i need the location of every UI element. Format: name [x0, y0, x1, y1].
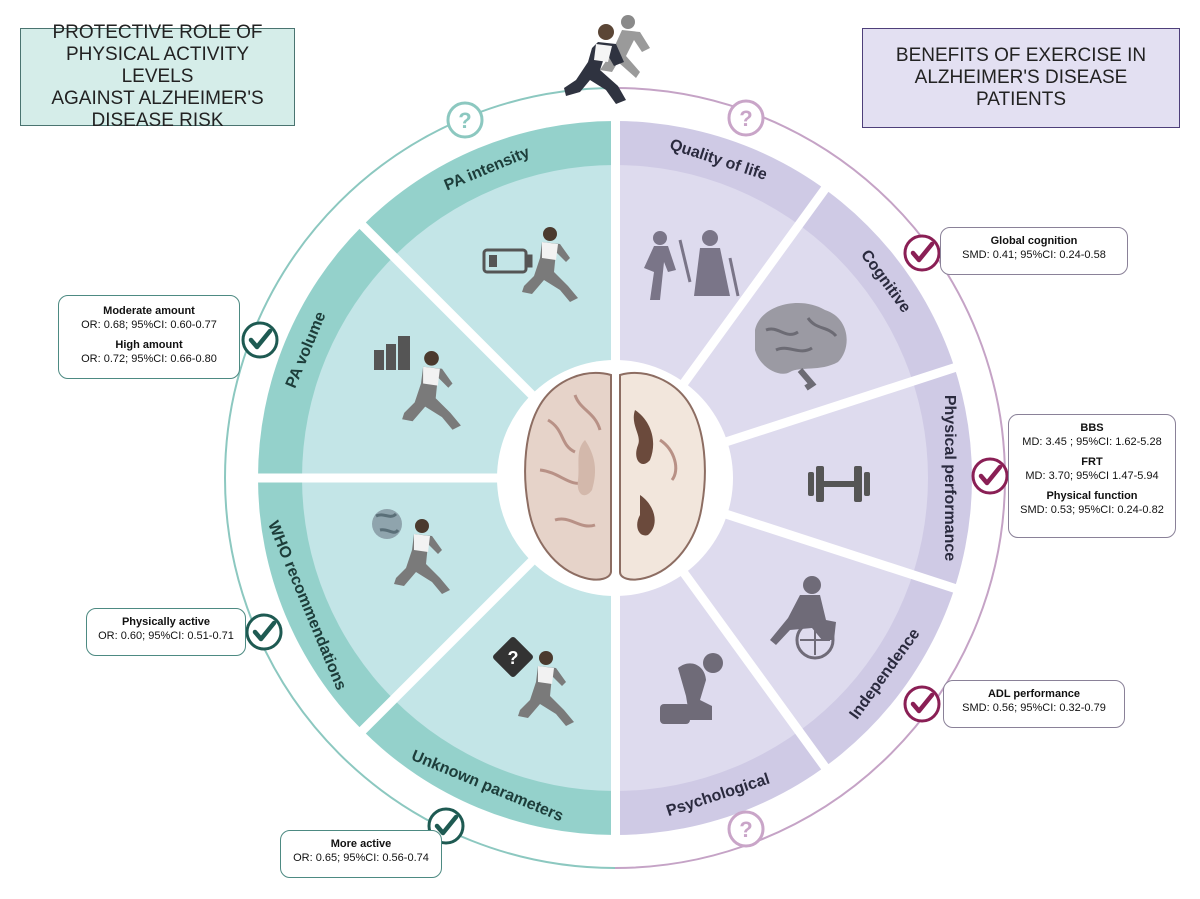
brain-side-icon	[755, 302, 847, 391]
stat-value: OR: 0.65; 95%CI: 0.56-0.74	[293, 852, 429, 864]
question-marker: ?	[727, 810, 765, 848]
segment-divider	[677, 565, 832, 774]
right-inner	[616, 165, 928, 791]
brain-icon	[524, 372, 706, 581]
stat-label: ADL performance	[987, 688, 1081, 700]
runner-icon	[522, 227, 578, 302]
stat-box-independence: ADL performance SMD: 0.56; 95%CI: 0.32-0…	[943, 680, 1125, 728]
stat-label: More active	[330, 838, 392, 850]
stat-value: MD: 3.45 ; 95%CI: 1.62-5.28	[1022, 436, 1162, 448]
stat-box-who: Physically active OR: 0.60; 95%CI: 0.51-…	[86, 608, 246, 656]
stat-label: Moderate amount	[103, 305, 195, 317]
check-icon	[903, 234, 941, 272]
right-title-box: BENEFITS OF EXERCISE IN ALZHEIMER'S DISE…	[862, 28, 1180, 128]
battery-icon	[482, 248, 533, 274]
segment-divider	[720, 361, 961, 448]
stat-box-cognitive: Global cognition SMD: 0.41; 95%CI: 0.24-…	[940, 227, 1128, 275]
runners-icon	[564, 15, 650, 104]
segment-divider	[720, 508, 961, 595]
stat-box-physical-performance: BBS MD: 3.45 ; 95%CI: 1.62-5.28 FRT MD: …	[1008, 414, 1176, 538]
stat-label: High amount	[115, 339, 183, 351]
segment-label: Physical performance	[941, 395, 958, 561]
stat-value: OR: 0.72; 95%CI: 0.66-0.80	[81, 353, 217, 365]
segment-divider	[355, 554, 539, 738]
check-icon	[903, 685, 941, 723]
stat-label: Physical function	[1046, 490, 1138, 502]
stat-value: SMD: 0.41; 95%CI: 0.24-0.58	[962, 249, 1106, 261]
svg-text:?: ?	[508, 648, 519, 668]
question-marker: ?	[727, 99, 765, 137]
elderly-couple-icon	[644, 230, 740, 300]
stat-label: FRT	[1081, 456, 1103, 468]
question-marker: ?	[446, 101, 484, 139]
left-title-box: PROTECTIVE ROLE OF PHYSICAL ACTIVITY LEV…	[20, 22, 295, 131]
svg-text:?: ?	[739, 817, 752, 842]
check-icon	[245, 613, 283, 651]
stat-label: Physically active	[121, 616, 211, 628]
dumbbell-icon	[808, 466, 870, 502]
globe-icon	[372, 509, 402, 539]
segment-divider	[355, 218, 539, 402]
question-diamond-icon: ?	[493, 637, 533, 677]
svg-text:?: ?	[458, 108, 471, 133]
stat-value: OR: 0.60; 95%CI: 0.51-0.71	[98, 630, 234, 642]
runner-icon	[518, 651, 574, 726]
runner-icon	[394, 519, 450, 594]
stat-value: MD: 3.70; 95%CI 1.47-5.94	[1025, 470, 1159, 482]
runner-icon	[402, 350, 461, 430]
stat-label: Global cognition	[990, 235, 1078, 247]
check-icon	[971, 457, 1009, 495]
bar-chart-icon	[374, 336, 410, 370]
check-icon	[241, 321, 279, 359]
stat-value: SMD: 0.53; 95%CI: 0.24-0.82	[1020, 504, 1164, 516]
segment-divider	[677, 182, 832, 391]
stat-value: SMD: 0.56; 95%CI: 0.32-0.79	[962, 702, 1106, 714]
svg-text:?: ?	[739, 106, 752, 131]
stat-box-pa-volume: Moderate amount OR: 0.68; 95%CI: 0.60-0.…	[58, 295, 240, 379]
stat-value: OR: 0.68; 95%CI: 0.60-0.77	[81, 319, 217, 331]
stat-box-more-active: More active OR: 0.65; 95%CI: 0.56-0.74	[280, 830, 442, 878]
stat-label: BBS	[1080, 422, 1104, 434]
sad-person-icon	[660, 653, 723, 724]
wheelchair-icon	[770, 576, 836, 660]
